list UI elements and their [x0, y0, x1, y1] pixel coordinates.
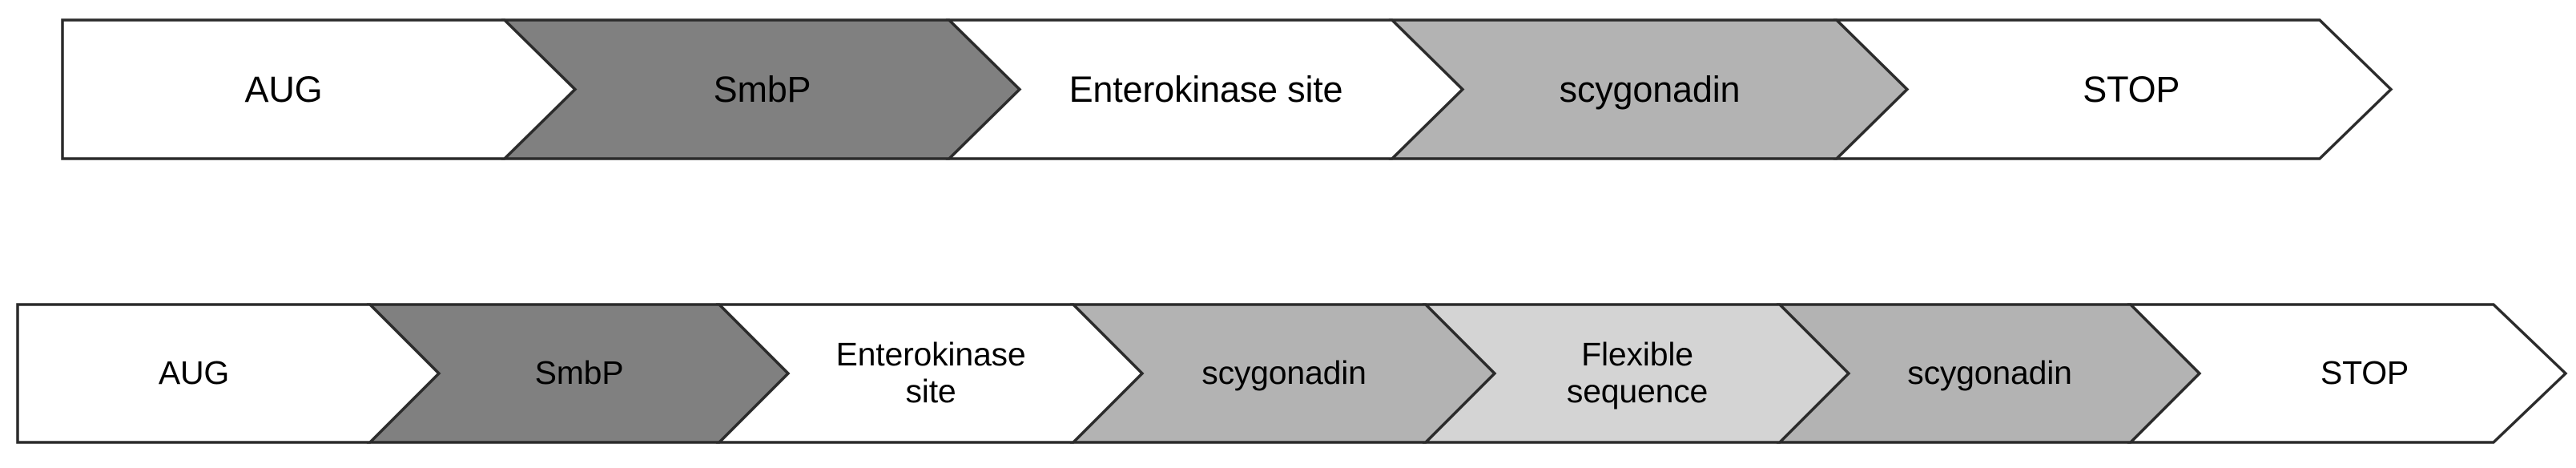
construct-segment-scygonadin	[1388, 18, 1910, 160]
construct-segment-smbp	[501, 18, 1022, 160]
construct-segment-enterokinase-site	[945, 18, 1465, 160]
construct-segment-aug	[61, 18, 578, 160]
construct-segment-stop	[1833, 18, 2393, 160]
construct-shapes-layer	[16, 18, 2568, 444]
construct-segment-stop	[2127, 303, 2568, 444]
construct-segment-aug	[16, 303, 441, 444]
